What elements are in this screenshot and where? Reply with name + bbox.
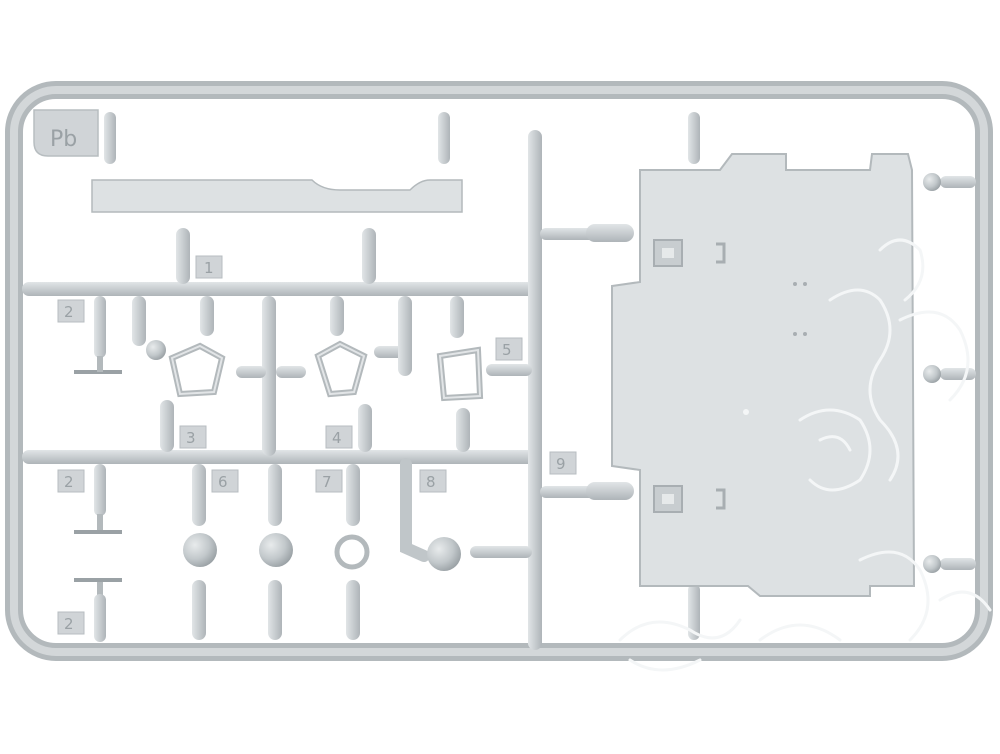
sprue-frame xyxy=(5,81,993,661)
part-4: 4 xyxy=(276,296,404,452)
part-number-5: 5 xyxy=(502,341,512,359)
part-number-1: 1 xyxy=(204,259,214,277)
part-2-a: 2 xyxy=(57,296,122,374)
decal-line-art xyxy=(618,238,992,672)
part-number-2c: 2 xyxy=(64,615,74,633)
hull-plate xyxy=(611,153,916,597)
part-number-2a: 2 xyxy=(64,303,74,321)
part-1-bar: 1 xyxy=(91,112,463,284)
part-8: 8 xyxy=(400,458,532,571)
part-number-3: 3 xyxy=(186,429,196,447)
part-ball-unlabeled xyxy=(259,464,293,640)
frame-code-label: Pb xyxy=(50,127,77,152)
part-5: 5 xyxy=(398,296,532,452)
part-9-tab: 9 xyxy=(549,451,577,475)
part-6: 6 xyxy=(183,464,239,640)
part-2-c: 2 xyxy=(57,578,122,642)
part-7: 7 xyxy=(315,464,370,640)
part-number-6: 6 xyxy=(218,473,228,491)
part-3: 3 xyxy=(132,296,266,452)
part-number-4: 4 xyxy=(332,429,342,447)
part-number-2b: 2 xyxy=(64,473,74,491)
part-number-7: 7 xyxy=(322,473,332,491)
frame-code-tab: Pb xyxy=(33,109,99,157)
part-number-8: 8 xyxy=(426,473,436,491)
part-2-b: 2 xyxy=(57,464,122,534)
part-number-9: 9 xyxy=(556,455,566,473)
hull-gates xyxy=(540,112,976,640)
